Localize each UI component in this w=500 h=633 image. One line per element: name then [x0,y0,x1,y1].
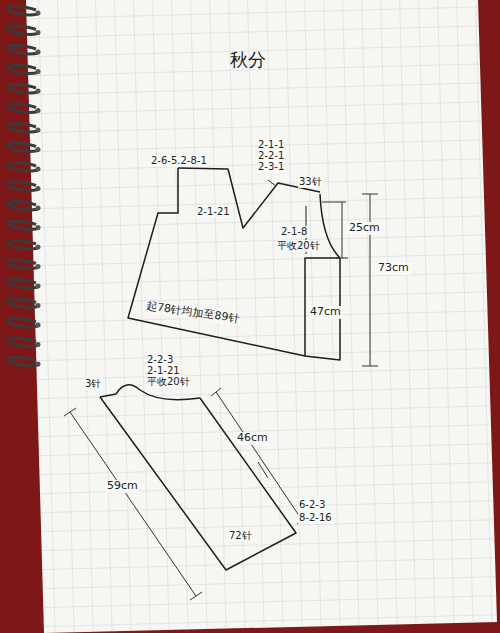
binding-hole [36,362,41,367]
binding-hole [36,206,41,211]
pattern-note: 2-6-5.2-8-1 [150,155,208,167]
binding-hole [36,30,41,35]
spiral-ring [8,26,38,34]
spiral-ring [8,260,38,268]
binding-hole [36,69,41,74]
spiral-ring [8,46,38,54]
pattern-note: 平收20针 [276,240,321,252]
binding-hole [36,342,41,347]
pattern-note: 2-2-1 [257,150,285,162]
binding-hole [36,245,41,250]
binding-hole [36,225,41,230]
sleeve-outline [100,385,296,570]
spiral-ring [8,7,38,15]
spiral-binding [8,7,41,367]
spiral-ring [8,280,38,288]
dimension-line [268,180,378,366]
binding-hole [36,167,41,172]
pattern-note: 2-3-1 [257,161,285,173]
pattern-note: 25cm [348,222,381,235]
spiral-ring [8,182,38,190]
pattern-note: 2-1-21 [196,206,231,218]
pattern-note: 2-1-1 [257,139,285,151]
binding-hole [36,284,41,289]
spiral-ring [8,163,38,171]
spiral-ring [8,299,38,307]
spiral-ring [8,358,38,366]
body-piece-outline [128,168,340,360]
pattern-note: 3针 [84,378,102,390]
pattern-note: 平收20针 [146,376,191,388]
binding-hole [36,108,41,113]
spiral-ring [8,221,38,229]
dimension-line [64,388,307,600]
pattern-note: 8-2-16 [298,512,333,524]
pattern-note: 47cm [309,306,342,319]
binding-hole [36,186,41,191]
spiral-ring [8,85,38,93]
binding-hole [36,89,41,94]
binding-hole [36,303,41,308]
spiral-ring [8,143,38,151]
spiral-ring [8,202,38,210]
spiral-ring [8,104,38,112]
spiral-ring [8,65,38,73]
pattern-note: 33针 [298,176,323,188]
binding-hole [36,323,41,328]
binding-hole [36,147,41,152]
pattern-note: 2-1-8 [280,226,308,238]
pattern-note: 72针 [228,530,253,542]
pattern-note: 2-1-21 [146,365,181,377]
pattern-note: 6-2-3 [298,499,326,511]
binding-hole [36,264,41,269]
spiral-ring [8,124,38,132]
binding-hole [36,128,41,133]
spiral-ring [8,338,38,346]
pattern-note: 59cm [106,480,139,493]
binding-hole [36,50,41,55]
pattern-note: 2-2-3 [146,354,174,366]
spiral-ring [8,319,38,327]
spiral-ring [8,241,38,249]
pattern-title: 秋分 [230,48,266,72]
pattern-note: 73cm [377,262,410,275]
pattern-note: 46cm [236,432,269,445]
binding-hole [36,11,41,16]
